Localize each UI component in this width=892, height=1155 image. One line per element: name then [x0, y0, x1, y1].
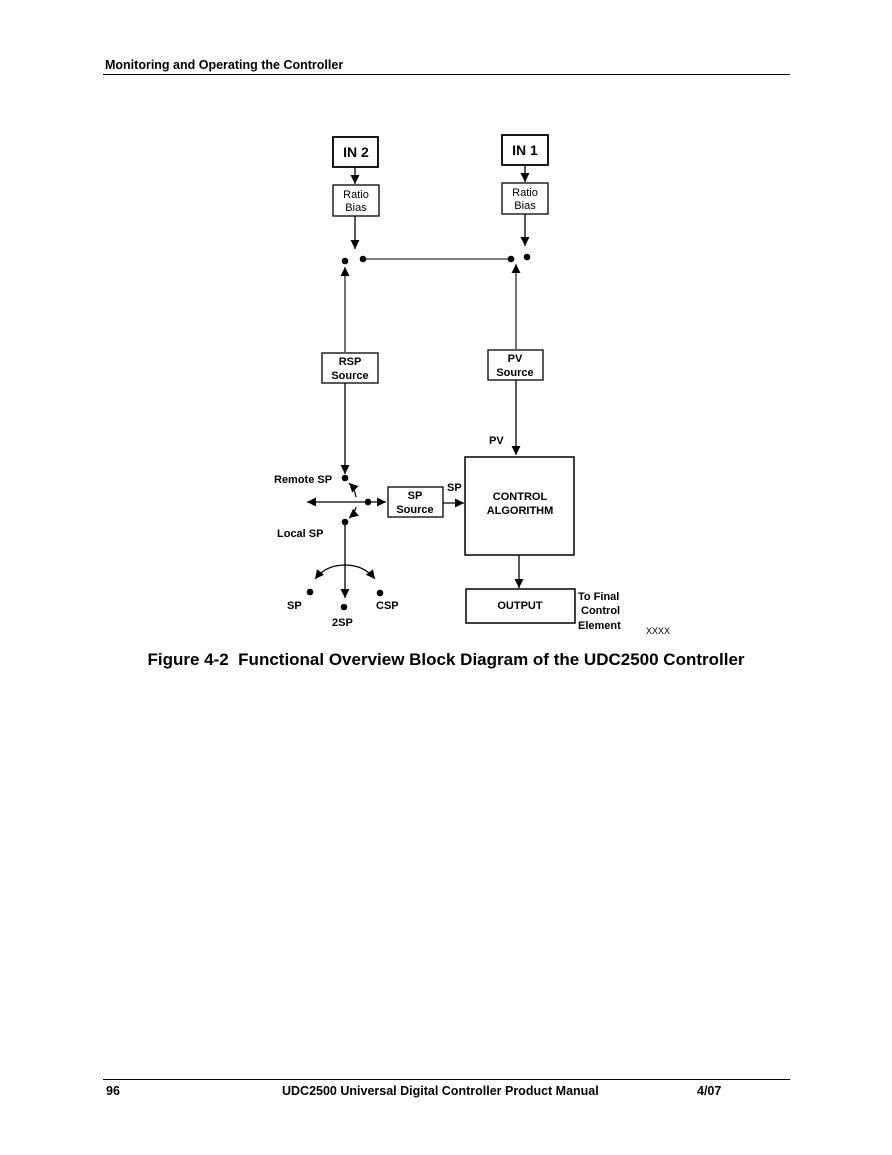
output-box: [465, 588, 576, 624]
control-algorithm-line2: ALGORITHM: [487, 505, 554, 517]
rsp-source-line2: Source: [331, 370, 368, 382]
in2-label: IN 2: [343, 144, 369, 160]
to-final-line3: Element: [578, 620, 621, 632]
ratio-bias-in1-line2: Bias: [514, 200, 536, 212]
to-final-line2: Control: [581, 605, 620, 617]
switch-dot: [359, 255, 367, 263]
sp-option-dot: [306, 588, 314, 596]
footer-manual-title: UDC2500 Universal Digital Controller Pro…: [282, 1084, 599, 1098]
rsp-source-box: [321, 352, 379, 384]
footer-rule: [103, 1079, 790, 1080]
page-header: Monitoring and Operating the Controller: [105, 58, 344, 72]
control-algorithm-line1: CONTROL: [493, 491, 548, 503]
option-arc-left: [314, 564, 346, 580]
footer-date: 4/07: [697, 1084, 722, 1098]
sp-source-line1: SP: [408, 490, 423, 502]
sp-source-line2: Source: [396, 504, 433, 516]
csp-option-label: CSP: [376, 600, 399, 612]
twosp-option-label: 2SP: [332, 617, 353, 629]
remote-sp-label: Remote SP: [274, 474, 332, 486]
ratio-bias-in1-line1: Ratio: [512, 187, 538, 199]
sp-option-label: SP: [287, 600, 302, 612]
drawing-id: XXXX: [646, 626, 670, 636]
remote-sp-dot: [341, 474, 349, 482]
sp-source-box: [387, 486, 444, 518]
to-final-line1: To Final: [578, 591, 619, 603]
ratio-bias-in2-line1: Ratio: [343, 189, 369, 201]
sp-label: SP: [447, 482, 462, 494]
figure-caption: Figure 4-2 Functional Overview Block Dia…: [147, 650, 745, 669]
in1-box: [501, 134, 549, 166]
option-arc-right: [344, 564, 376, 580]
ratio-bias-in1-box: [501, 182, 549, 215]
control-algorithm-box: [464, 456, 575, 556]
twosp-option-dot: [340, 603, 348, 611]
local-sp-label: Local SP: [277, 528, 323, 540]
pv-source-line1: PV: [508, 353, 523, 365]
selector-arrow-down: [348, 506, 359, 519]
output-label: OUTPUT: [497, 600, 543, 612]
footer-page-number: 96: [106, 1084, 120, 1098]
switch-dot: [341, 257, 349, 265]
rsp-source-line1: RSP: [339, 356, 362, 368]
in1-label: IN 1: [512, 142, 538, 158]
local-sp-dot: [341, 518, 349, 526]
switch-dot: [507, 255, 515, 263]
ratio-bias-in2-line2: Bias: [345, 202, 367, 214]
header-rule: [103, 74, 790, 75]
pv-source-line2: Source: [496, 367, 533, 379]
selector-dot: [364, 498, 372, 506]
pv-label: PV: [489, 435, 504, 447]
in2-box: [332, 136, 379, 168]
switch-dot: [523, 253, 531, 261]
csp-option-dot: [376, 589, 384, 597]
selector-arrow-up: [348, 482, 359, 498]
ratio-bias-in2-box: [332, 184, 380, 217]
block-diagram: IN 2 IN 1 Ratio Bias Ratio Bias RSP Sour…: [274, 134, 670, 636]
